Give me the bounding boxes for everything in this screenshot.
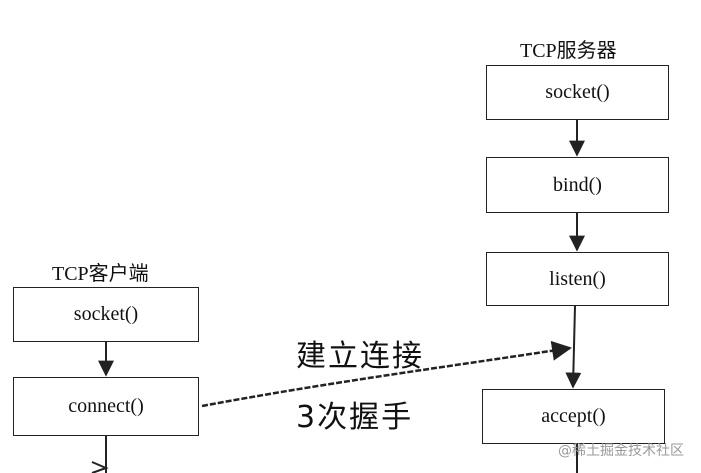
arrow-client-partial-head [91, 461, 109, 473]
server-accept-box: accept() [482, 389, 665, 444]
client-heading: TCP客户端 [52, 263, 149, 285]
watermark-text: @稀土掘金技术社区 [558, 443, 684, 459]
arrow-connect-to-listen [201, 340, 572, 408]
server-heading: TCP服务器 [520, 40, 617, 62]
client-connect-box: connect() [13, 377, 199, 436]
server-bind-box: bind() [486, 157, 669, 213]
client-socket-box: socket() [13, 287, 199, 342]
server-listen-box: listen() [486, 252, 669, 306]
connection-label-establish: 建立连接 [296, 339, 424, 374]
server-socket-box: socket() [486, 65, 669, 120]
connection-label-handshake: 3次握手 [296, 400, 414, 435]
arrow-server-listen-to-accept [565, 305, 582, 389]
